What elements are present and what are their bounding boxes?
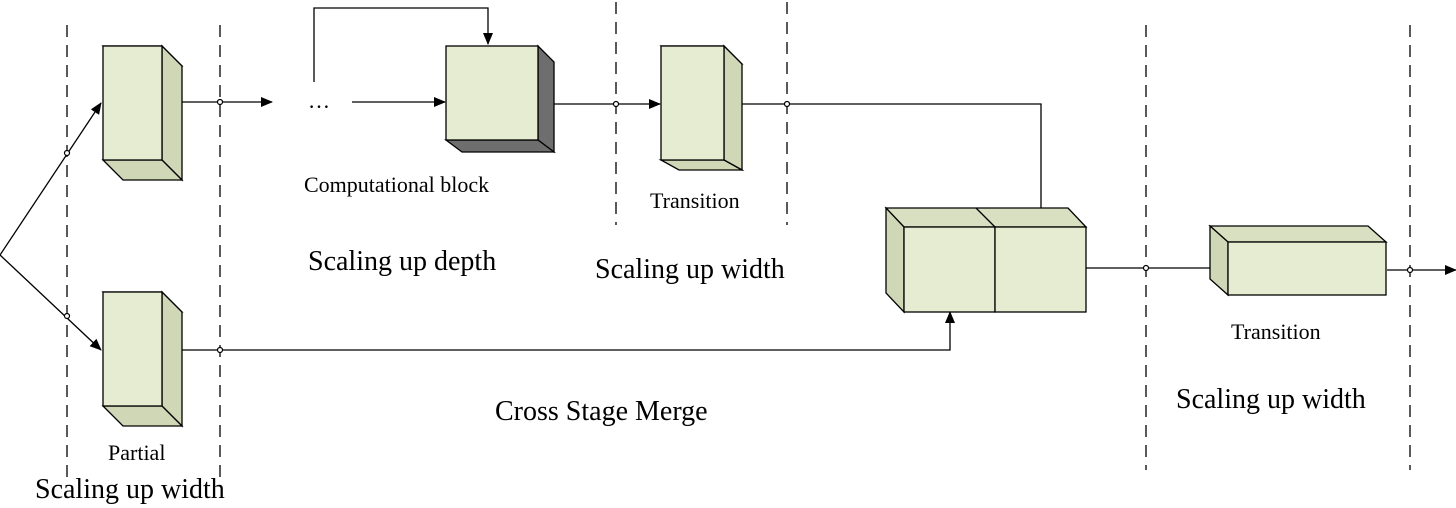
- partial-label: Partial: [108, 440, 165, 465]
- concat-block: [884, 206, 1088, 314]
- stage-dividers: [66, 2, 1411, 478]
- skip-connection: [313, 7, 493, 82]
- computational-block-label: Computational block: [304, 172, 489, 197]
- scaling-up-width-left-label: Scaling up width: [35, 474, 225, 505]
- transition-block-right: [1208, 224, 1388, 297]
- computational-block: [444, 44, 556, 154]
- ellipsis-label: …: [308, 88, 330, 113]
- transition-to-concat: [724, 103, 1046, 225]
- partial-bottom-to-concat: [162, 311, 955, 351]
- crossing-bumps: [63, 98, 1414, 354]
- transition-label-right: Transition: [1231, 319, 1321, 344]
- scaling-up-depth-label: Scaling up depth: [308, 246, 496, 277]
- split-line-top: [0, 102, 102, 256]
- transition-label-top: Transition: [650, 188, 740, 213]
- partial-block-bottom: [101, 290, 184, 428]
- cross-stage-merge-label: Cross Stage Merge: [495, 396, 708, 427]
- scaling-up-width-mid-label: Scaling up width: [595, 254, 785, 285]
- partial-block-top: [101, 44, 184, 182]
- transition-block-top: [658, 44, 745, 172]
- scaling-up-width-right-label: Scaling up width: [1176, 384, 1366, 415]
- split-line-bottom: [0, 254, 102, 351]
